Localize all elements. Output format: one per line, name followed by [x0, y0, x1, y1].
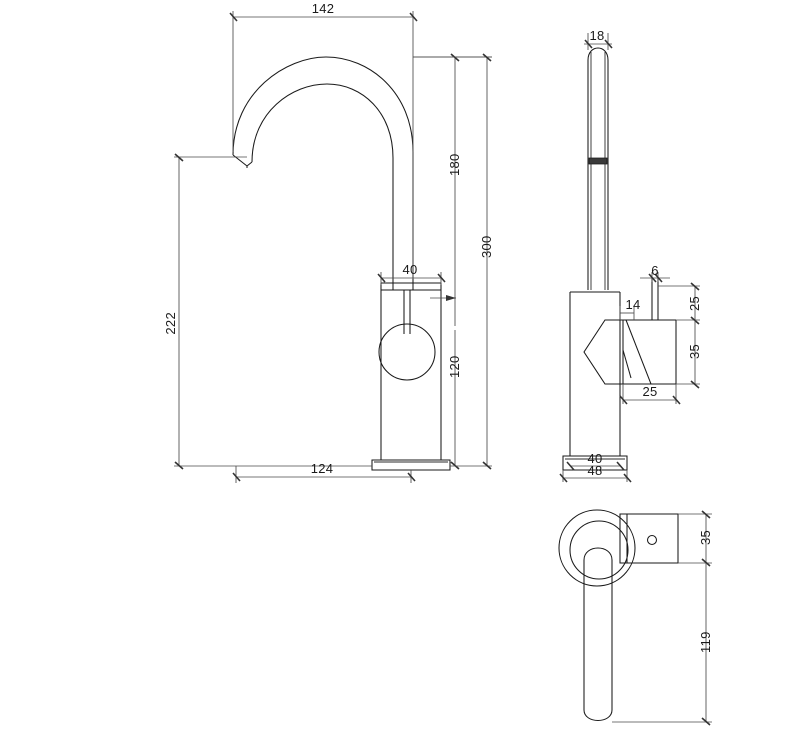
dim-label-35-plan: 35	[698, 530, 713, 545]
side-spout-rounded-top	[587, 47, 609, 61]
split-arrow-head	[446, 295, 456, 301]
dimension-124: 124	[232, 461, 416, 483]
dimension-40-side: 40	[566, 451, 625, 471]
dimension-120: 120	[447, 330, 462, 470]
tick-48-left	[559, 473, 568, 483]
tick-119-bottom	[701, 717, 711, 726]
tick-124-left	[232, 472, 241, 482]
tick-35s-bottom	[690, 380, 700, 389]
plan-lever-arm	[583, 547, 613, 722]
dimension-180: 180	[413, 53, 492, 326]
view-front-elevation: 142 180 120	[163, 1, 494, 483]
dimension-35-side: 35	[676, 320, 702, 389]
dim-label-18: 18	[589, 28, 604, 43]
dimension-18: 18	[584, 28, 613, 50]
dimension-25-lower: 25	[619, 384, 681, 405]
tick-40s-right	[616, 461, 625, 471]
split-arrow-marker	[430, 295, 456, 301]
dim-label-48: 48	[587, 463, 602, 478]
side-lever-wedge	[583, 319, 620, 385]
dim-label-300: 300	[479, 235, 494, 258]
plan-screw-hole	[646, 534, 658, 546]
side-spout-joint-band	[588, 157, 608, 165]
view-top-plan: 35 119	[558, 509, 713, 726]
plan-outer-ring	[558, 509, 636, 587]
tick-35p-top	[701, 510, 711, 519]
side-lever-angled-face	[625, 319, 652, 385]
dim-label-25-upper: 25	[687, 296, 702, 311]
dimension-142: 142	[229, 1, 418, 279]
tick-142-right	[409, 12, 418, 22]
tick-25l-left	[619, 395, 628, 405]
tick-6-right	[654, 273, 663, 283]
dimension-300: 300	[413, 53, 494, 470]
handle-ball-circle	[378, 323, 436, 381]
tick-124-right	[407, 472, 416, 482]
tick-40f-left	[377, 273, 386, 283]
dimension-35-plan: 35	[678, 510, 713, 567]
tick-48-right	[623, 473, 632, 483]
tick-40f-right	[437, 273, 446, 283]
dim-label-6: 6	[651, 263, 659, 278]
plan-inner-ring	[569, 520, 629, 580]
tick-300-bottom	[482, 461, 492, 470]
dim-label-222: 222	[163, 312, 178, 335]
tick-120-bottom	[450, 461, 460, 470]
tick-180-top	[450, 53, 460, 62]
tick-40s-left	[566, 461, 575, 471]
tick-25u-top	[690, 282, 700, 291]
view-side-elevation: 18 6 14	[559, 28, 702, 483]
tick-18-right	[604, 39, 613, 49]
dim-label-40-front: 40	[402, 262, 417, 277]
dimension-6: 6	[640, 263, 670, 283]
dim-label-124: 124	[311, 461, 334, 476]
tick-6-left	[648, 273, 657, 283]
dim-label-14: 14	[625, 297, 640, 312]
dim-label-119: 119	[698, 631, 713, 653]
dimension-25-upper: 25	[658, 282, 702, 325]
tick-25l-right	[672, 395, 681, 405]
tick-222-top	[174, 153, 184, 162]
spout-inner-profile	[251, 83, 394, 279]
side-lever-notch	[622, 349, 632, 379]
dim-label-180: 180	[447, 153, 462, 176]
tick-35p-bottom	[701, 558, 711, 567]
dimension-222: 222	[163, 153, 372, 470]
tick-222-bottom	[174, 461, 184, 470]
dimension-48: 48	[559, 463, 632, 483]
base-plate-outline	[371, 459, 451, 471]
tick-300-top	[482, 53, 492, 62]
dim-label-40-side: 40	[587, 451, 602, 466]
dim-label-35-side: 35	[687, 344, 702, 359]
dim-label-120: 120	[447, 355, 462, 378]
dim-label-25-lower: 25	[642, 384, 657, 399]
dimension-119: 119	[612, 563, 713, 726]
dim-label-142: 142	[312, 1, 335, 16]
tick-18-left	[584, 39, 593, 49]
dimension-40-front: 40	[377, 262, 446, 285]
side-lever-stem	[651, 278, 659, 320]
side-spout-outline	[587, 60, 609, 290]
dimension-14: 14	[619, 297, 640, 320]
plan-lever-block	[619, 513, 679, 564]
spout-outer-profile	[232, 56, 414, 279]
tick-142-left	[229, 12, 238, 22]
